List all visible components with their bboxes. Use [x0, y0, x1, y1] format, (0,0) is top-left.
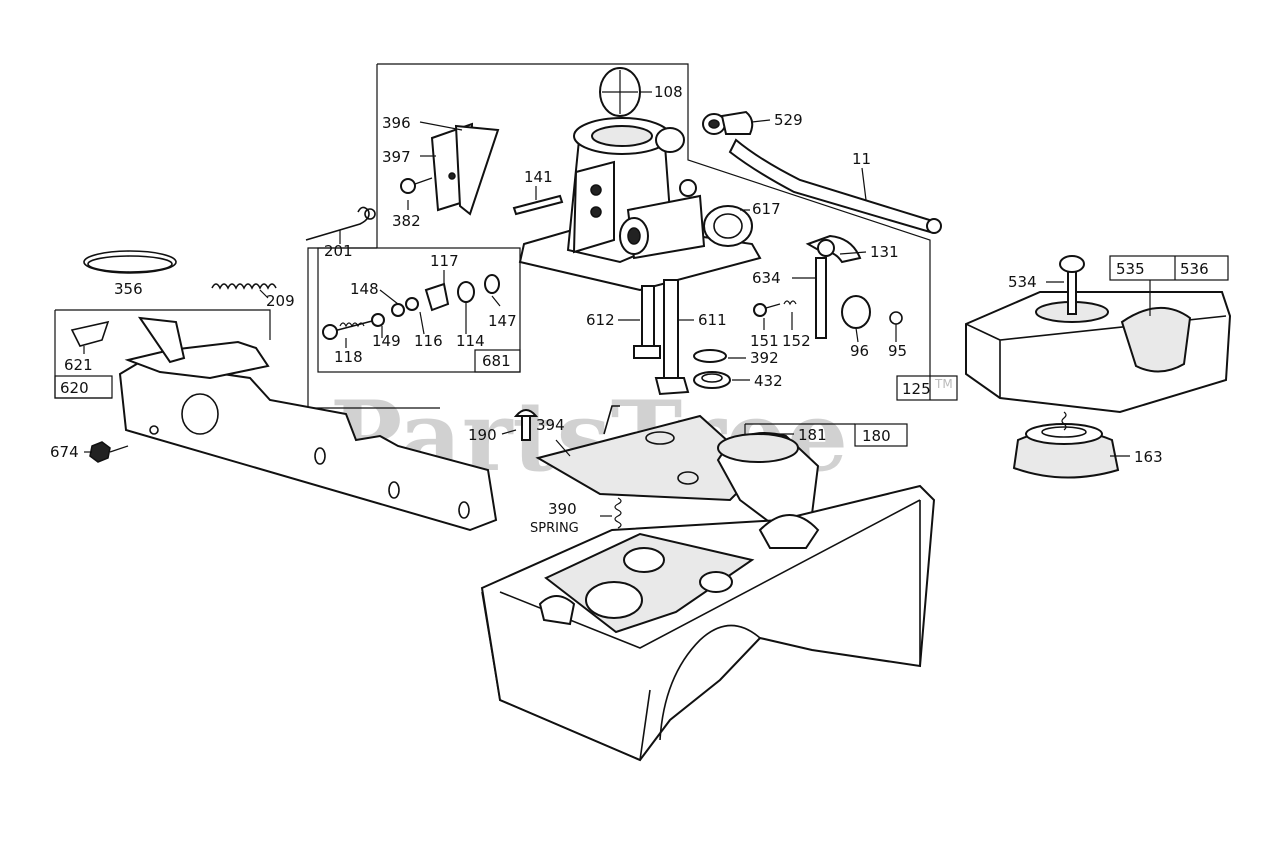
throttle-lever-part — [805, 234, 862, 339]
callout-labels: 108 529 396 397 382 141 11 617 201 356 2… — [50, 83, 1209, 536]
callout-681: 681 — [482, 352, 511, 370]
callout-390: 390 — [548, 500, 577, 518]
callout-190: 190 — [468, 426, 497, 444]
callout-382: 382 — [392, 212, 421, 230]
box-125 — [896, 375, 958, 401]
throttle-disc-part — [599, 67, 641, 117]
callout-432: 432 — [754, 372, 783, 390]
callout-148: 148 — [350, 280, 379, 298]
callout-108: 108 — [654, 83, 683, 101]
air-cleaner-base-part — [1012, 411, 1120, 479]
callout-163: 163 — [1134, 448, 1163, 466]
callout-201: 201 — [324, 242, 353, 260]
callout-356: 356 — [114, 280, 143, 298]
fuel-pipe-part — [728, 138, 942, 234]
watermark-tm: TM — [934, 377, 953, 391]
callout-209: 209 — [266, 292, 295, 310]
throttle-plate-part — [841, 295, 903, 329]
callout-152: 152 — [782, 332, 811, 350]
callout-181: 181 — [798, 426, 827, 444]
callout-620: 620 — [60, 379, 89, 397]
group-outline-carburetor — [376, 63, 931, 400]
link-rod-part — [305, 206, 376, 241]
box-681 — [474, 349, 521, 373]
callout-612: 612 — [586, 311, 615, 329]
callout-11: 11 — [852, 150, 871, 168]
callout-529: 529 — [774, 111, 803, 129]
fuel-tank-part — [480, 484, 936, 762]
choke-collar-part — [703, 205, 753, 247]
callout-151: 151 — [750, 332, 779, 350]
callout-spring: SPRING — [530, 521, 579, 536]
box-620 — [54, 375, 113, 399]
callout-147: 147 — [488, 312, 517, 330]
callout-117: 117 — [430, 252, 459, 270]
spring-390-part — [614, 497, 622, 529]
box-535-536 — [1109, 255, 1229, 281]
fuel-pickup-tube-part — [633, 279, 690, 396]
callout-535: 535 — [1116, 260, 1145, 278]
callout-141: 141 — [524, 168, 553, 186]
choke-bracket-part — [430, 122, 500, 216]
bolt-674-part — [89, 441, 129, 463]
needle-valve-parts — [322, 274, 500, 340]
callout-536: 536 — [1180, 260, 1209, 278]
screw-190-part — [513, 409, 539, 441]
idle-screw-part — [753, 300, 797, 317]
control-bracket-part — [118, 316, 498, 532]
callout-131: 131 — [870, 243, 899, 261]
callout-394: 394 — [536, 416, 565, 434]
spring-209-part — [211, 283, 277, 290]
callout-534: 534 — [1008, 273, 1037, 291]
fuel-neck-part — [716, 432, 820, 532]
callout-149: 149 — [372, 332, 401, 350]
elbow-fitting-part — [702, 110, 754, 135]
callout-617: 617 — [752, 200, 781, 218]
callout-95: 95 — [888, 342, 907, 360]
washer-392-part — [693, 349, 727, 363]
callout-396: 396 — [382, 114, 411, 132]
callout-114: 114 — [456, 332, 485, 350]
callout-116: 116 — [414, 332, 443, 350]
callout-611: 611 — [698, 311, 727, 329]
box-180 — [854, 423, 908, 447]
ring-part — [83, 250, 177, 274]
callout-634: 634 — [752, 269, 781, 287]
leader-lines — [83, 91, 1151, 517]
pin-141-part — [512, 194, 564, 216]
callout-397: 397 — [382, 148, 411, 166]
carburetor-body-part — [518, 117, 762, 292]
callout-118: 118 — [334, 348, 363, 366]
screw-382-part — [400, 177, 433, 194]
air-cleaner-part — [965, 255, 1232, 414]
callout-180: 180 — [862, 427, 891, 445]
callout-125: 125 — [902, 380, 931, 398]
clip-621-part — [70, 320, 110, 347]
callout-674: 674 — [50, 443, 79, 461]
callout-392: 392 — [750, 349, 779, 367]
washer-432-part — [693, 371, 731, 389]
callout-96: 96 — [850, 342, 869, 360]
box-group-681 — [317, 247, 521, 373]
callout-621: 621 — [64, 356, 93, 374]
